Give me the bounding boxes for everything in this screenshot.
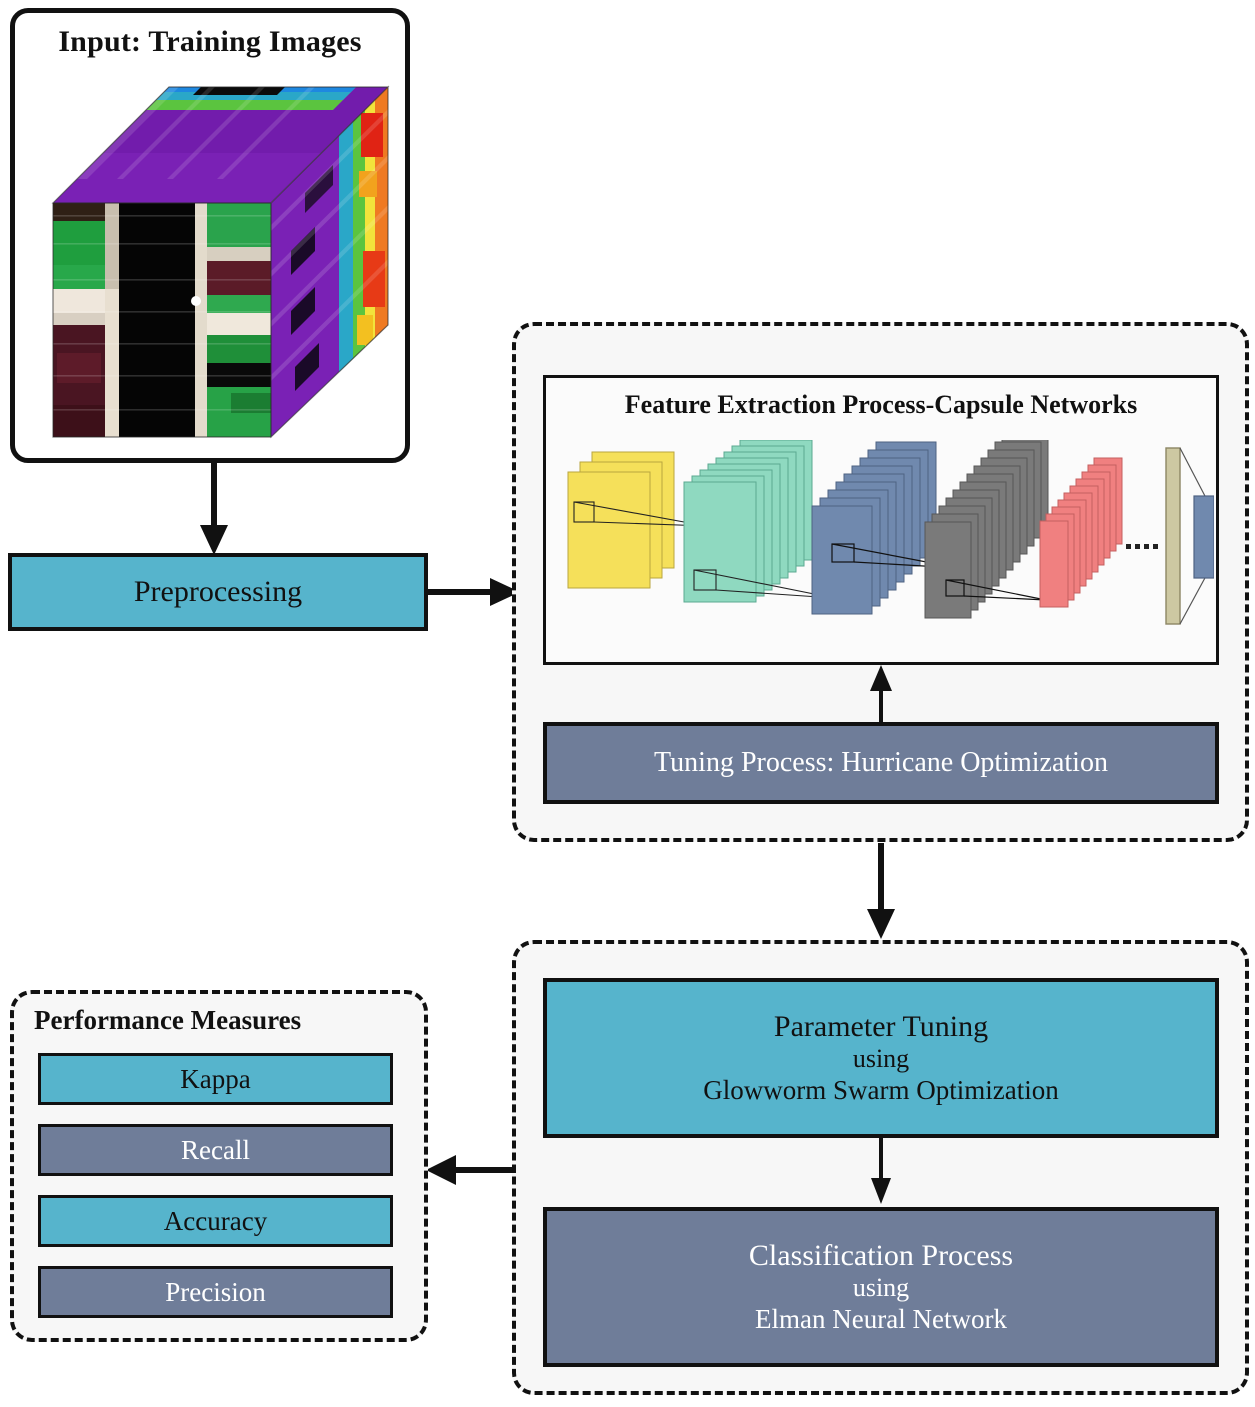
tuning-process-label: Tuning Process: Hurricane Optimization	[654, 747, 1108, 778]
digit-caps-stack	[924, 433, 1049, 619]
classification-line3: Elman Neural Network	[755, 1304, 1007, 1335]
performance-measures-title: Performance Measures	[34, 1005, 302, 1035]
metric-kappa-bar[interactable]: Kappa	[38, 1053, 393, 1105]
metric-label: Accuracy	[163, 1205, 268, 1236]
feature-map-stack	[1039, 457, 1123, 608]
metric-accuracy-bar[interactable]: Accuracy	[38, 1195, 393, 1247]
page-title: Input: Training Images	[58, 25, 362, 58]
feature-extraction-title: Feature Extraction Process-Capsule Netwo…	[624, 390, 1138, 419]
hyperspectral-data-cube-image	[43, 75, 395, 447]
metric-recall-bar[interactable]: Recall	[38, 1124, 393, 1176]
arrow-feature-extraction-to-parameter-tuning	[867, 843, 895, 939]
arrow-parameter-tuning-to-classification	[871, 1138, 891, 1204]
parameter-tuning-line1: Parameter Tuning	[773, 1010, 989, 1044]
capsule-network-diagram-box: Feature Extraction Process-Capsule Netwo…	[543, 375, 1219, 665]
classification-line2: using	[852, 1273, 910, 1303]
arrow-classification-to-performance	[426, 1155, 516, 1185]
input-layer-stack	[567, 451, 675, 589]
flatten-layer	[1165, 447, 1181, 625]
tuning-process-box[interactable]: Tuning Process: Hurricane Optimization	[543, 722, 1219, 804]
ellipsis-dots	[1126, 544, 1158, 549]
classification-line1: Classification Process	[748, 1239, 1014, 1273]
metric-label: Kappa	[180, 1063, 251, 1094]
conv-layer-stack	[683, 439, 813, 603]
arrow-preprocessing-to-feature-extraction	[428, 578, 520, 606]
input-training-images-box: Input: Training Images	[10, 8, 410, 463]
classification-process-box[interactable]: Classification Process using Elman Neura…	[543, 1207, 1219, 1367]
preprocessing-label: Preprocessing	[133, 575, 303, 608]
primary-caps-stack	[811, 441, 937, 615]
arrow-input-to-preprocessing	[200, 463, 228, 555]
output-layer	[1193, 495, 1215, 579]
metric-label: Precision	[165, 1276, 266, 1307]
arrow-tuning-to-network	[870, 665, 892, 723]
metric-label: Recall	[181, 1134, 250, 1165]
preprocessing-box[interactable]: Preprocessing	[8, 553, 428, 631]
metric-precision-bar[interactable]: Precision	[38, 1266, 393, 1318]
capsule-network-illustration	[554, 433, 1215, 655]
parameter-tuning-box[interactable]: Parameter Tuning using Glowworm Swarm Op…	[543, 978, 1219, 1138]
parameter-tuning-line3: Glowworm Swarm Optimization	[703, 1075, 1059, 1106]
parameter-tuning-line2: using	[852, 1044, 910, 1074]
